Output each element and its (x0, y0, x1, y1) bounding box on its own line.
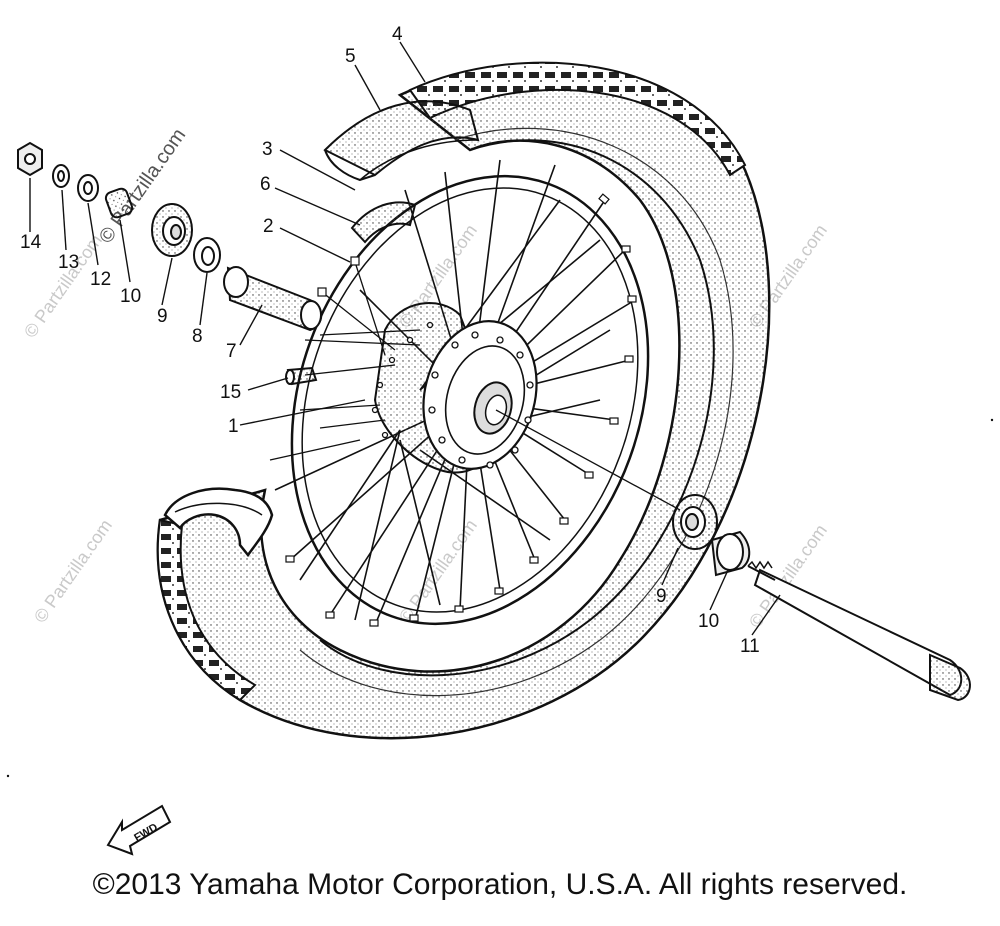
axle-centerline (495, 409, 681, 511)
callout-10a: 10 (120, 286, 141, 307)
callout-13: 13 (58, 252, 79, 273)
hub (371, 302, 538, 474)
forward-direction-arrow: FWD (106, 804, 172, 856)
callout-9a: 9 (157, 306, 168, 327)
spoke-nipples (285, 193, 637, 627)
callout-3: 3 (262, 139, 273, 160)
left-axle-parts (17, 141, 323, 386)
right-axle-parts (672, 494, 971, 702)
callout-9b: 9 (656, 586, 667, 607)
tube-section (323, 100, 480, 244)
tire (156, 61, 771, 740)
rim-band (350, 201, 417, 244)
callout-7: 7 (226, 341, 237, 362)
callout-4: 4 (392, 24, 403, 45)
callout-11: 11 (740, 636, 760, 657)
callout-15: 15 (220, 382, 241, 403)
tire-cutaway-section (163, 487, 274, 558)
callout-5: 5 (345, 46, 356, 67)
callout-10b: 10 (698, 611, 719, 632)
callout-1: 1 (228, 416, 239, 437)
callout-labels: 4 5 3 6 2 14 13 12 10 9 8 7 15 1 9 10 11 (20, 24, 760, 657)
callout-8: 8 (192, 326, 203, 347)
copyright-notice: ©2013 Yamaha Motor Corporation, U.S.A. A… (92, 868, 908, 901)
tire-tread-top (408, 61, 747, 177)
callout-2: 2 (263, 216, 274, 237)
callout-6: 6 (260, 174, 271, 195)
callout-14: 14 (20, 232, 42, 253)
spokes (269, 159, 636, 626)
callout-leaders (29, 41, 781, 636)
tire-tread-bottom (156, 518, 257, 702)
callout-12: 12 (90, 269, 111, 290)
